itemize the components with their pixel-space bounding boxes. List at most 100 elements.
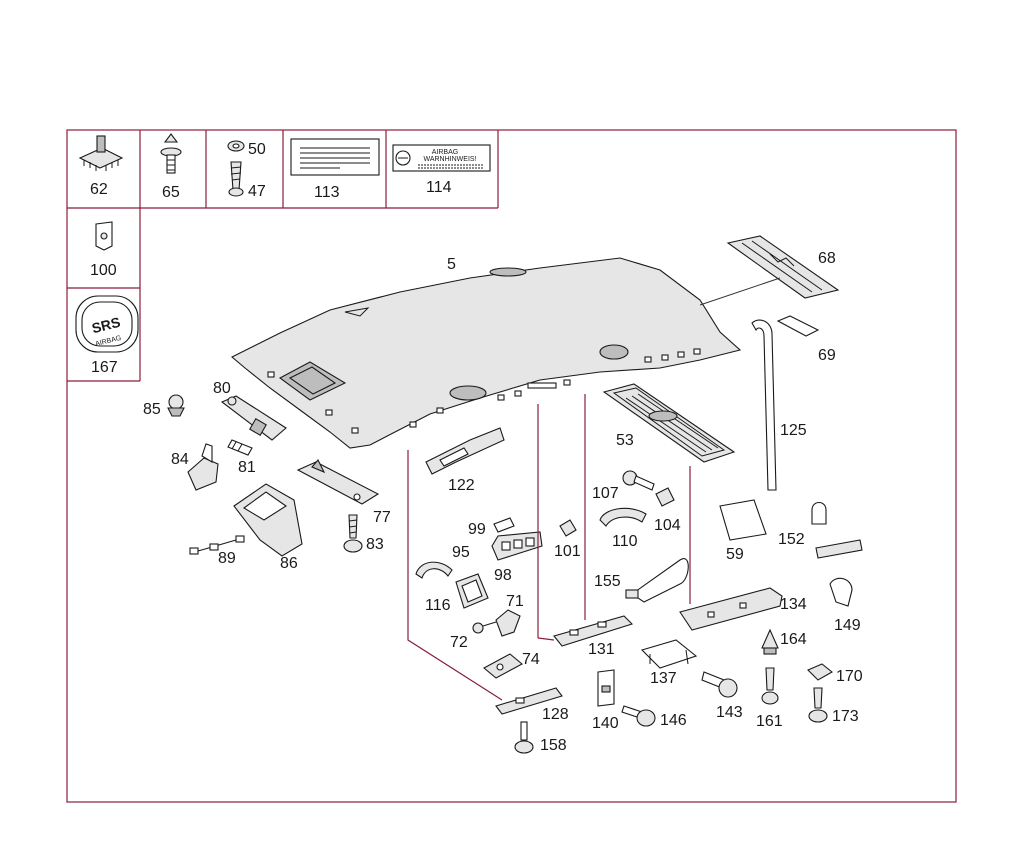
label-68: 68 xyxy=(818,250,836,267)
part-72-screw xyxy=(472,621,497,634)
part-134-bracket xyxy=(679,587,783,631)
label-137: 137 xyxy=(650,670,677,687)
label-128: 128 xyxy=(542,706,569,723)
part-161-screw xyxy=(761,667,779,705)
part-59-pad xyxy=(719,499,767,541)
part-5-headliner xyxy=(231,257,742,449)
label-104: 104 xyxy=(654,517,681,534)
label-62: 62 xyxy=(90,181,108,198)
part-69-pad xyxy=(776,315,820,337)
part-86-housing xyxy=(233,483,303,557)
part-85-mount xyxy=(167,394,185,417)
airbag-label-line2: WARNHINWEIS! xyxy=(423,156,476,163)
part-137-bracket xyxy=(640,639,698,669)
diagram-frame xyxy=(66,129,957,803)
label-50: 50 xyxy=(248,141,266,158)
label-89: 89 xyxy=(218,550,236,567)
part-84-bracket xyxy=(187,443,219,491)
part-143-bolt xyxy=(701,671,738,698)
part-80-sun-visor xyxy=(220,395,287,441)
part-164-clip xyxy=(761,628,779,655)
part-50-washer xyxy=(227,140,245,152)
part-83-screw xyxy=(343,514,363,553)
part-155-strap xyxy=(625,558,689,603)
label-53: 53 xyxy=(616,432,634,449)
part-110-handle xyxy=(599,507,647,527)
label-81: 81 xyxy=(238,459,256,476)
airbag-label-line1: AIRBAG xyxy=(432,149,458,156)
label-134: 134 xyxy=(780,596,807,613)
part-170-nut xyxy=(807,663,833,681)
label-110: 110 xyxy=(612,533,638,550)
label-83: 83 xyxy=(366,536,384,553)
part-101-clip xyxy=(559,519,577,537)
label-77: 77 xyxy=(373,509,391,526)
label-161: 161 xyxy=(756,713,783,730)
part-131-rail xyxy=(553,615,634,647)
label-173: 173 xyxy=(832,708,859,725)
srs-badge-text: SRS xyxy=(90,314,122,336)
label-113: 113 xyxy=(314,184,340,201)
label-116: 116 xyxy=(425,597,451,614)
part-152-clip xyxy=(811,501,827,525)
part-167-srs-badge: SRS AIRBAG xyxy=(75,295,139,353)
label-5: 5 xyxy=(447,256,456,273)
label-65: 65 xyxy=(162,184,180,201)
label-99: 99 xyxy=(468,521,486,538)
label-72: 72 xyxy=(450,634,468,651)
label-131: 131 xyxy=(588,641,615,658)
part-65-rivet xyxy=(160,133,182,174)
label-146: 146 xyxy=(660,712,687,729)
part-152-rail xyxy=(815,539,863,559)
label-125: 125 xyxy=(780,422,807,439)
label-86: 86 xyxy=(280,555,298,572)
part-47-screw xyxy=(228,161,244,197)
part-107-screw xyxy=(622,470,655,491)
part-number-labels: 62 65 50 47 113 114 100 167 5 68 69 125 … xyxy=(90,141,863,754)
part-149-clip xyxy=(829,577,853,607)
part-173-screw xyxy=(808,687,828,723)
part-140-clip xyxy=(597,669,615,707)
label-155: 155 xyxy=(594,573,621,590)
label-167: 167 xyxy=(91,359,118,376)
label-140: 140 xyxy=(592,715,619,732)
label-85: 85 xyxy=(143,401,161,418)
part-98-housing xyxy=(455,573,489,609)
label-114: 114 xyxy=(426,179,452,196)
part-158-bolt xyxy=(514,721,534,754)
label-100: 100 xyxy=(90,262,117,279)
label-95: 95 xyxy=(452,544,470,561)
part-68-trim-strip xyxy=(726,235,840,299)
label-170: 170 xyxy=(836,668,863,685)
part-113-sticker xyxy=(290,138,380,176)
part-95-lamp xyxy=(491,531,543,561)
label-143: 143 xyxy=(716,704,743,721)
part-146-bolt xyxy=(621,705,656,727)
label-107: 107 xyxy=(592,485,619,502)
label-149: 149 xyxy=(834,617,861,634)
part-89-cable xyxy=(189,535,245,555)
part-77-handle-trim xyxy=(296,459,380,505)
label-164: 164 xyxy=(780,631,807,648)
part-125-seal xyxy=(751,319,777,491)
part-114-airbag-warning-label: AIRBAG WARNHINWEIS! xyxy=(392,144,491,172)
label-84: 84 xyxy=(171,451,189,468)
label-71: 71 xyxy=(506,593,524,610)
part-128-rail xyxy=(495,687,563,715)
part-100-clip xyxy=(95,221,113,251)
label-80: 80 xyxy=(213,380,231,397)
part-99-bulb xyxy=(493,517,515,533)
part-122-grab-handle xyxy=(425,427,505,475)
part-53-panel xyxy=(602,383,736,463)
part-81-bulb xyxy=(227,439,253,456)
part-116-handle xyxy=(415,561,453,579)
label-59: 59 xyxy=(726,546,744,563)
label-69: 69 xyxy=(818,347,836,364)
label-74: 74 xyxy=(522,651,540,668)
label-101: 101 xyxy=(554,543,581,560)
part-62-clip xyxy=(78,135,124,171)
label-152: 152 xyxy=(778,531,805,548)
label-47: 47 xyxy=(248,183,266,200)
